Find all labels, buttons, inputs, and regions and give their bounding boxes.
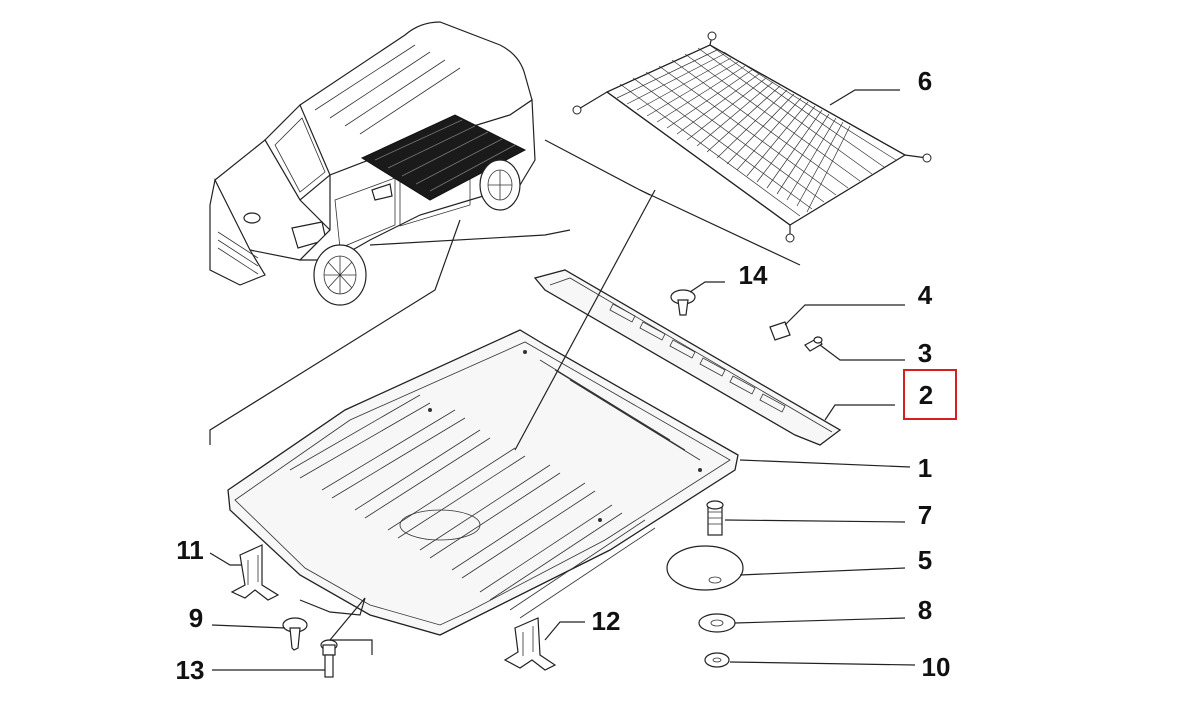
floor-panel xyxy=(227,329,739,636)
cargo-net xyxy=(572,31,932,243)
callout-5: 5 xyxy=(917,545,933,575)
bolt-13 xyxy=(320,639,338,678)
callout-8: 8 xyxy=(917,595,933,625)
cross-member xyxy=(533,269,842,446)
callout-14: 14 xyxy=(738,260,768,290)
callout-3: 3 xyxy=(917,338,933,368)
clip xyxy=(769,321,791,341)
callout-1: 1 xyxy=(917,453,933,483)
callout-2: 2 xyxy=(918,380,934,410)
screw-9 xyxy=(282,617,308,651)
bracket-left xyxy=(230,544,280,601)
callout-7: 7 xyxy=(917,500,933,530)
nut xyxy=(704,652,730,668)
bracket-plate xyxy=(666,545,744,591)
callout-2-highlight xyxy=(903,369,957,420)
callout-6: 6 xyxy=(917,66,933,96)
leader-lines xyxy=(209,89,916,671)
callout-11: 11 xyxy=(176,535,204,565)
callout-4: 4 xyxy=(917,280,933,310)
screw xyxy=(804,336,823,352)
callout-10: 10 xyxy=(921,652,951,682)
van-illustration xyxy=(209,21,536,306)
callout-9: 9 xyxy=(188,603,204,633)
bracket-right xyxy=(503,617,557,671)
callout-13: 13 xyxy=(175,655,205,685)
callout-12: 12 xyxy=(591,606,621,636)
washer xyxy=(698,613,736,633)
push-clip xyxy=(670,289,696,316)
bolt xyxy=(706,500,724,536)
